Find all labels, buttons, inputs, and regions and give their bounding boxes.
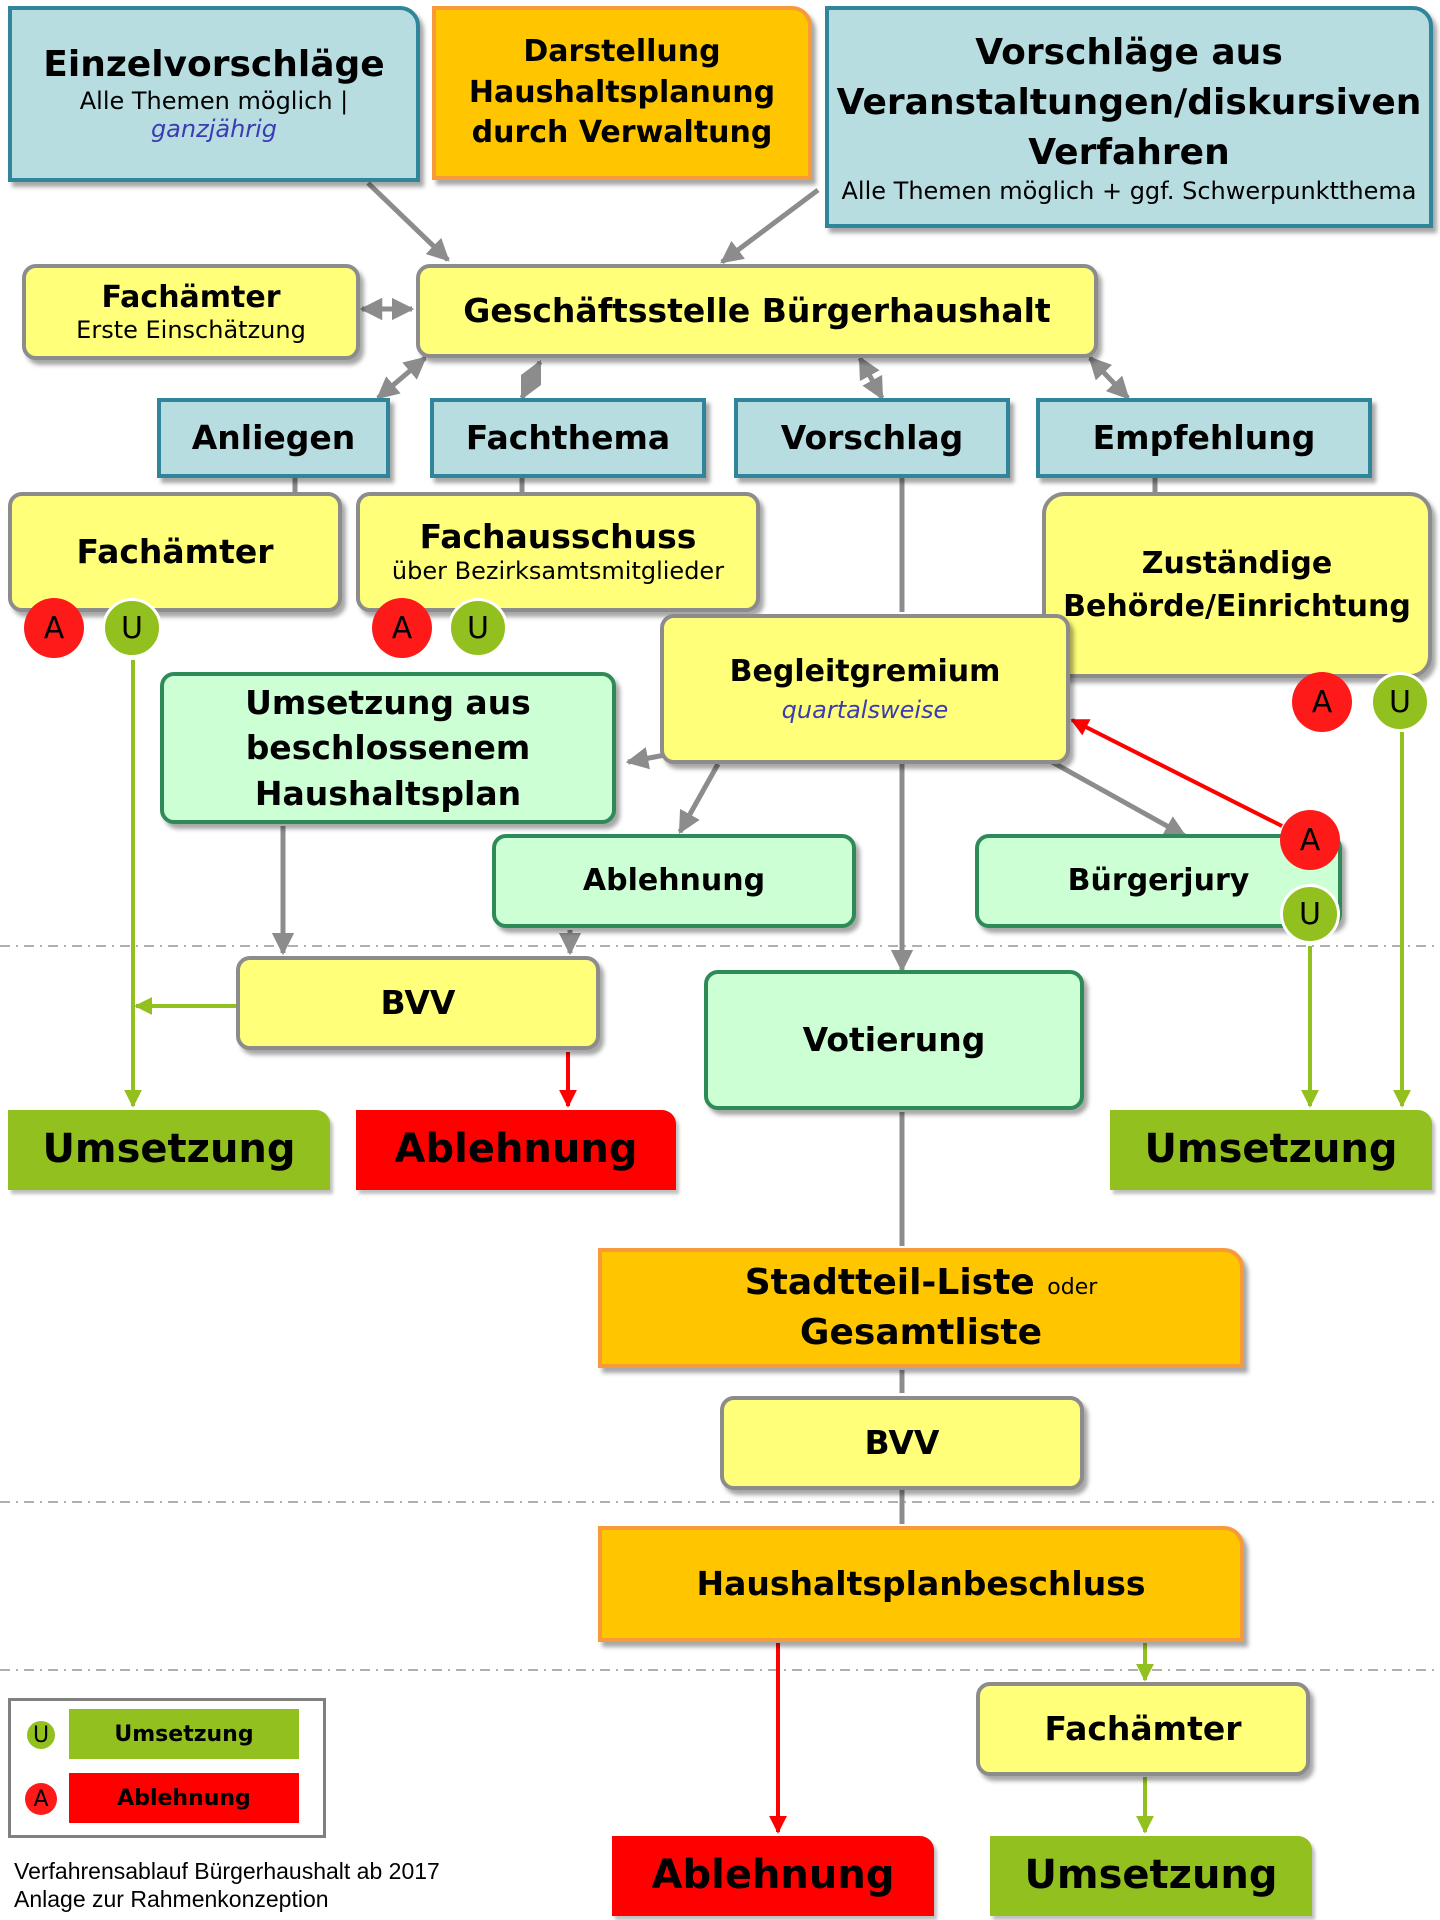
fachaemter-mid-box: Fachämter (8, 492, 342, 612)
category-fachthema: Fachthema (430, 398, 706, 478)
stadtteil-liste-line1: Stadtteil-Liste oder (745, 1262, 1098, 1304)
einzelvorschlaege-box: Einzelvorschläge Alle Themen möglich | g… (8, 6, 420, 182)
haushaltsplanbeschluss-box: Haushaltsplanbeschluss (598, 1526, 1244, 1642)
stadtteil-liste-oder: oder (1047, 1274, 1098, 1300)
fachaemter-erste-einschaetzung-box: Fachämter Erste Einschätzung (22, 264, 360, 360)
bvv-box-lower: BVV (720, 1396, 1084, 1490)
badge-a-fachausschuss: A (372, 598, 432, 658)
umsetzung-right-label: Umsetzung (1144, 1126, 1398, 1173)
umsetzung-aus-haushaltsplan-label: Umsetzung aus beschlossenem Haushaltspla… (245, 682, 531, 813)
begleitgremium-frequency: quartalsweise (781, 695, 949, 724)
ablehnung-mint-box: Ablehnung (492, 834, 856, 928)
bvv-lower-label: BVV (864, 1422, 940, 1462)
legend-umsetzung: Umsetzung (69, 1709, 299, 1759)
category-anliegen-label: Anliegen (191, 417, 356, 457)
votierung-box: Votierung (704, 970, 1084, 1110)
badge-u-zustaendige: U (1370, 672, 1430, 732)
category-vorschlag-label: Vorschlag (780, 417, 964, 457)
umsetzung-left-label: Umsetzung (42, 1126, 296, 1173)
ablehnung-mint-label: Ablehnung (582, 863, 766, 899)
ablehnung-bottom-label: Ablehnung (651, 1852, 895, 1899)
vorschlaege-aus-veranstaltungen-box: Vorschläge aus Veranstaltungen/diskursiv… (825, 6, 1433, 228)
badge-a-fachaemter: A (24, 598, 84, 658)
geschaeftsstelle-label: Geschäftsstelle Bürgerhaushalt (463, 290, 1051, 330)
geschaeftsstelle-box: Geschäftsstelle Bürgerhaushalt (416, 264, 1098, 358)
darstellung-label: Darstellung Haushaltsplanung durch Verwa… (468, 34, 776, 151)
fachaemter-bottom-label: Fachämter (1044, 1708, 1242, 1748)
badge-a-zustaendige: A (1292, 672, 1352, 732)
legend-a-icon: A (25, 1783, 57, 1815)
category-fachthema-label: Fachthema (465, 417, 671, 457)
ablehnung-bottom-terminal: Ablehnung (612, 1836, 934, 1916)
einzelvorschlaege-subtitle: Alle Themen möglich | (79, 86, 349, 115)
fachausschuss-title: Fachausschuss (419, 517, 697, 557)
badge-u-fachaemter: U (102, 598, 162, 658)
fachaemter-top-subtitle: Erste Einschätzung (76, 315, 306, 344)
ablehnung-middle-terminal: Ablehnung (356, 1110, 676, 1190)
fachaemter-bottom-box: Fachämter (976, 1682, 1310, 1776)
haushaltsplanbeschluss-label: Haushaltsplanbeschluss (696, 1563, 1146, 1603)
vorschlaege-subtitle: Alle Themen möglich + ggf. Schwerpunktth… (841, 177, 1417, 206)
zustaendige-behoerde-box: Zuständige Behörde/Einrichtung (1042, 492, 1432, 678)
stadtteil-liste-line2: Gesamtliste (799, 1312, 1043, 1353)
stadtteil-liste-main: Stadtteil-Liste (744, 1261, 1035, 1303)
umsetzung-right-terminal: Umsetzung (1110, 1110, 1432, 1190)
darstellung-box: Darstellung Haushaltsplanung durch Verwa… (432, 6, 812, 180)
category-vorschlag: Vorschlag (734, 398, 1010, 478)
begleitgremium-title: Begleitgremium (729, 654, 1001, 690)
fachausschuss-subtitle: über Bezirksamtsmitglieder (391, 557, 725, 586)
legend-ablehnung: Ablehnung (69, 1773, 299, 1823)
votierung-label: Votierung (802, 1019, 986, 1059)
einzelvorschlaege-title: Einzelvorschläge (43, 44, 385, 86)
buergerjury-label: Bürgerjury (1067, 863, 1250, 899)
umsetzung-bottom-label: Umsetzung (1024, 1852, 1278, 1899)
bvv-upper-label: BVV (380, 982, 456, 1022)
umsetzung-aus-haushaltsplan-box: Umsetzung aus beschlossenem Haushaltspla… (160, 672, 616, 824)
einzelvorschlaege-frequency: ganzjährig (150, 115, 278, 144)
badge-a-buergerjury: A (1280, 810, 1340, 870)
legend-u-icon: U (25, 1719, 57, 1751)
fachausschuss-box: Fachausschuss über Bezirksamtsmitglieder (356, 492, 760, 612)
footer-caption: Verfahrensablauf Bürgerhaushalt ab 2017 … (14, 1858, 440, 1913)
umsetzung-bottom-terminal: Umsetzung (990, 1836, 1312, 1916)
bvv-box-upper: BVV (236, 956, 600, 1050)
fachaemter-mid-label: Fachämter (76, 531, 274, 571)
zustaendige-behoerde-label: Zuständige Behörde/Einrichtung (1063, 545, 1411, 625)
fachaemter-top-title: Fachämter (101, 280, 281, 316)
umsetzung-left-terminal: Umsetzung (8, 1110, 330, 1190)
legend: U Umsetzung A Ablehnung (8, 1698, 326, 1838)
category-empfehlung-label: Empfehlung (1092, 417, 1316, 457)
category-anliegen: Anliegen (157, 398, 390, 478)
badge-u-fachausschuss: U (448, 598, 508, 658)
vorschlaege-title: Vorschläge aus Veranstaltungen/diskursiv… (836, 32, 1422, 173)
footer-line1: Verfahrensablauf Bürgerhaushalt ab 2017 (14, 1858, 440, 1884)
footer-line2: Anlage zur Rahmenkonzeption (14, 1885, 329, 1912)
stadtteil-liste-box: Stadtteil-Liste oder Gesamtliste (598, 1248, 1244, 1368)
begleitgremium-box: Begleitgremium quartalsweise (660, 614, 1070, 764)
category-empfehlung: Empfehlung (1036, 398, 1372, 478)
badge-u-buergerjury: U (1280, 884, 1340, 944)
ablehnung-middle-label: Ablehnung (394, 1126, 638, 1173)
